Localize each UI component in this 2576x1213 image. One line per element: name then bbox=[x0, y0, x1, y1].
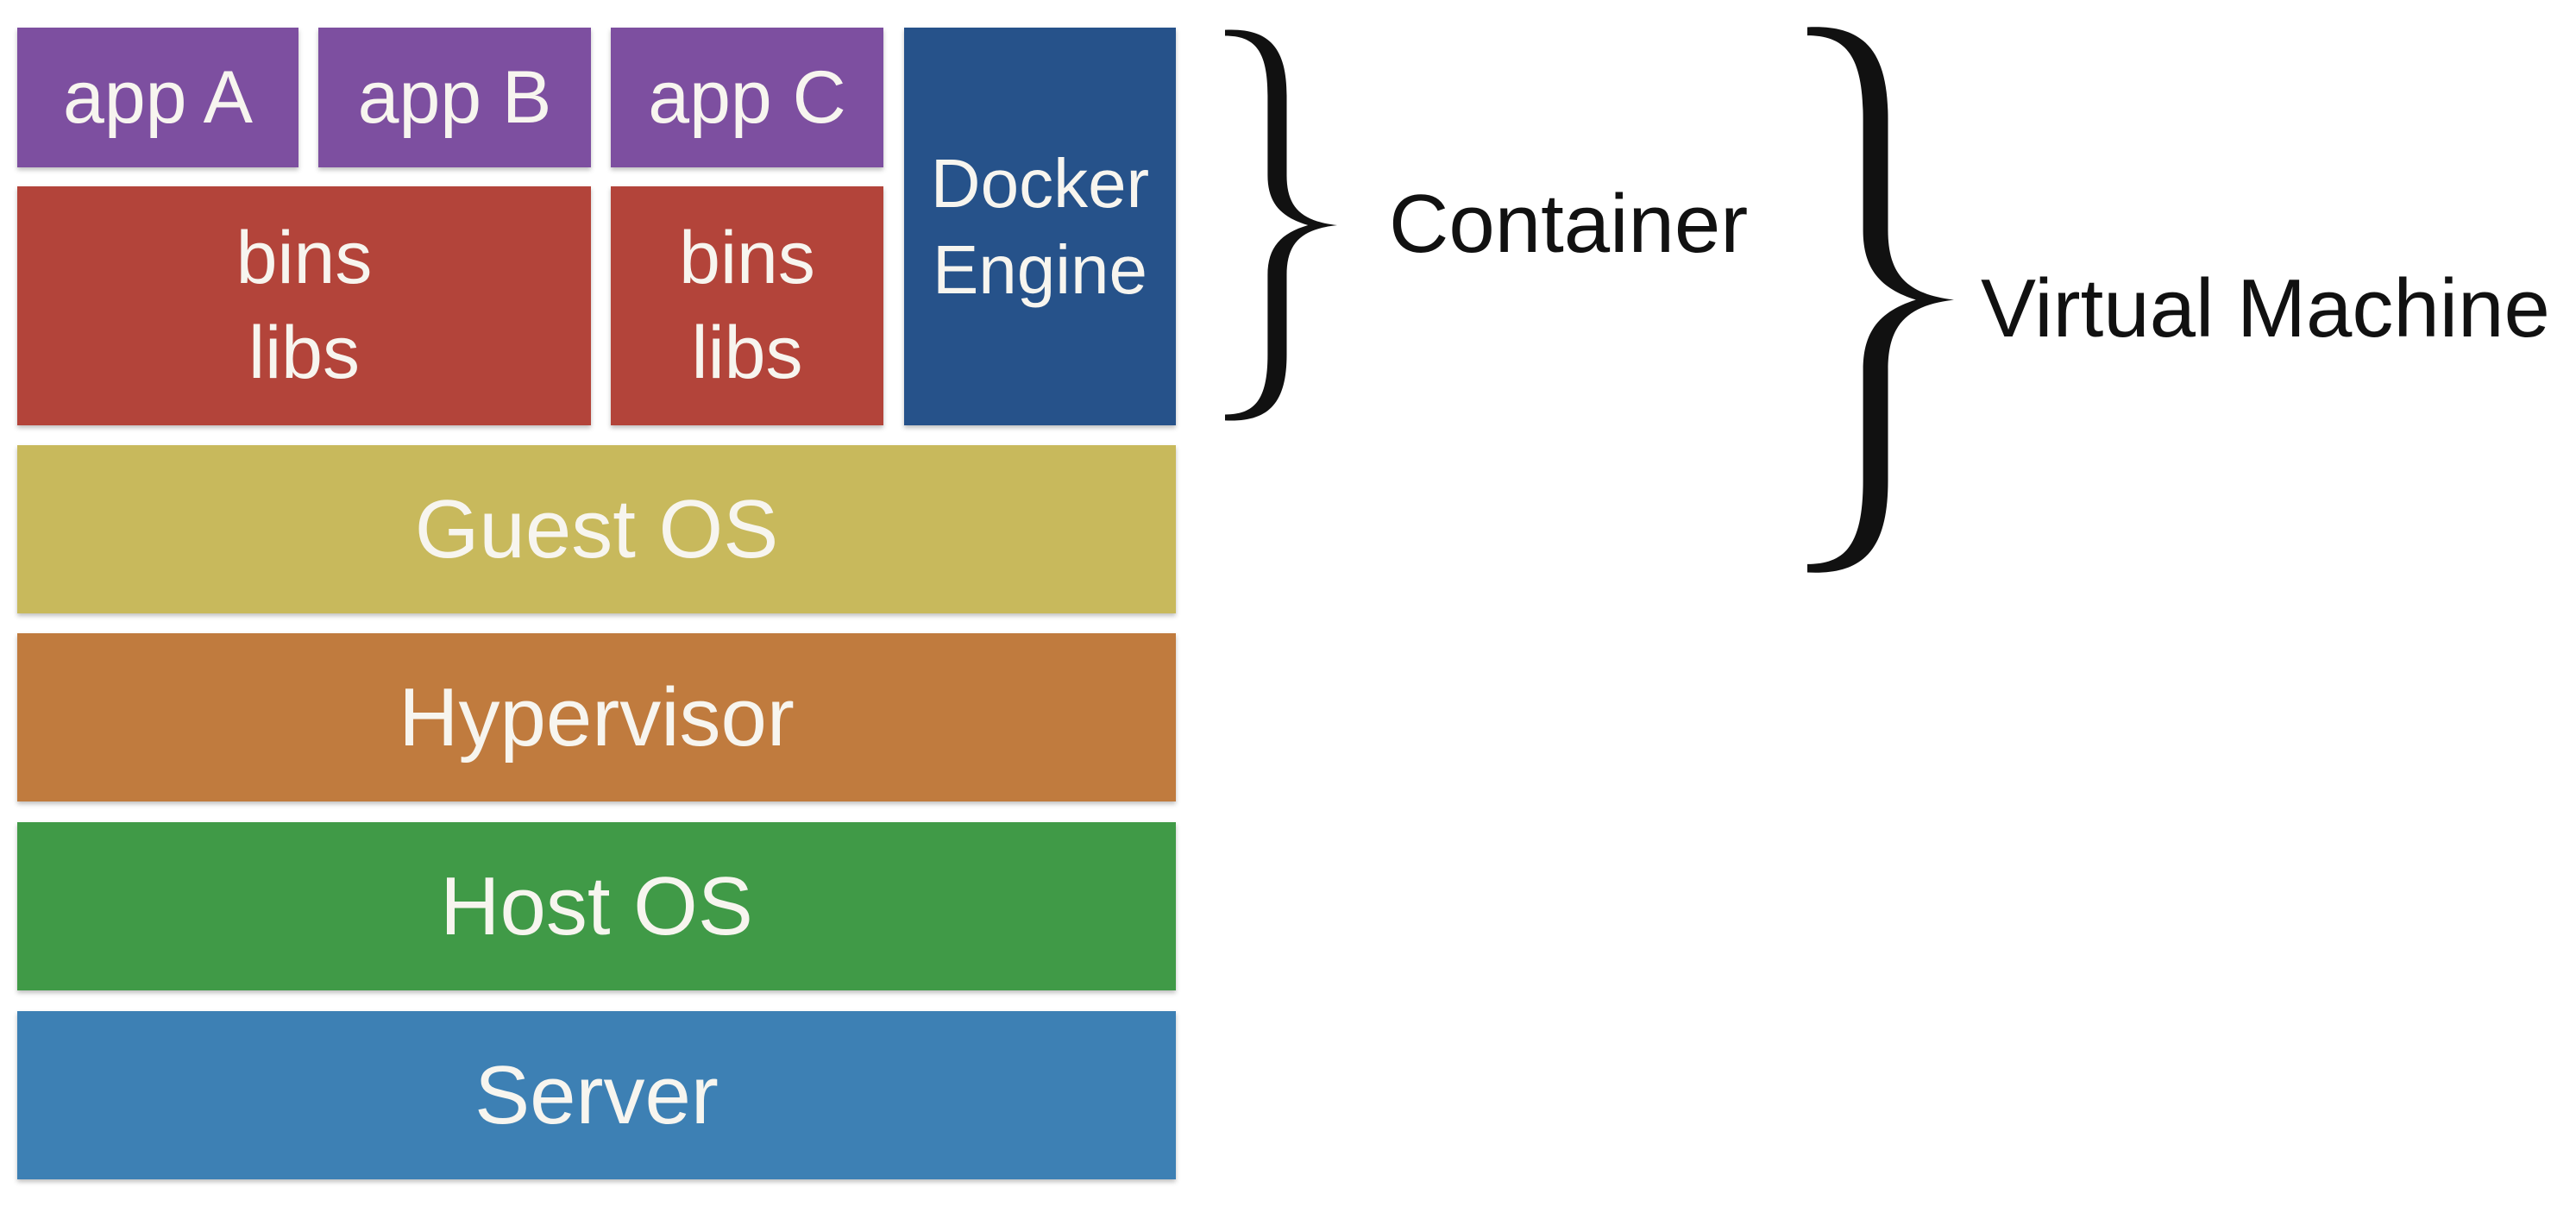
app-c-block: app C bbox=[611, 28, 883, 167]
virtual-machine-label: Virtual Machine bbox=[1981, 262, 2550, 355]
server-layer: Server bbox=[17, 1011, 1176, 1179]
container-label: Container bbox=[1389, 178, 1749, 270]
bins-libs-label-1: bins libs bbox=[236, 217, 373, 394]
bins-libs-block-2: bins libs bbox=[611, 186, 883, 425]
app-a-block: app A bbox=[17, 28, 298, 167]
docker-engine-block: Docker Engine bbox=[904, 28, 1176, 425]
guest-os-label: Guest OS bbox=[414, 482, 779, 575]
container-brace-icon bbox=[1225, 29, 1337, 421]
bins-libs-block-1: bins libs bbox=[17, 186, 591, 425]
host-os-layer: Host OS bbox=[17, 822, 1176, 990]
virtual-machine-brace-icon bbox=[1807, 27, 1954, 573]
bins-libs-label-2: bins libs bbox=[679, 217, 815, 394]
hypervisor-layer: Hypervisor bbox=[17, 633, 1176, 801]
docker-engine-label: Docker Engine bbox=[930, 144, 1150, 308]
guest-os-layer: Guest OS bbox=[17, 445, 1176, 613]
server-label: Server bbox=[474, 1048, 719, 1141]
app-b-block: app B bbox=[318, 28, 591, 167]
app-a-label: app A bbox=[63, 55, 253, 139]
host-os-label: Host OS bbox=[440, 859, 753, 952]
app-c-label: app C bbox=[648, 55, 846, 139]
app-b-label: app B bbox=[357, 55, 552, 139]
hypervisor-label: Hypervisor bbox=[399, 670, 795, 764]
